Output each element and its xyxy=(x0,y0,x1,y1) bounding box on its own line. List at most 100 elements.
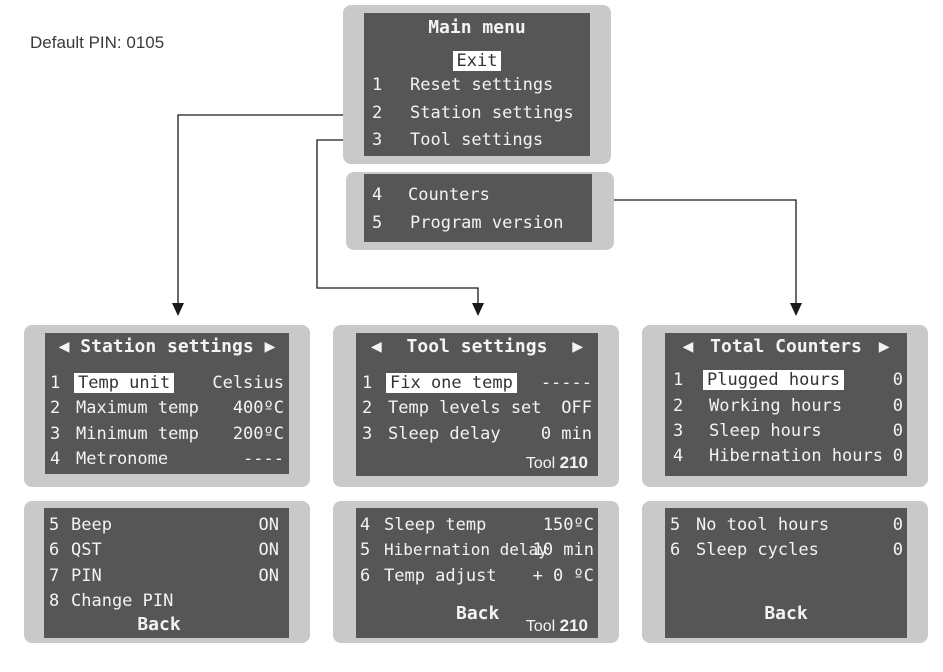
setting-row[interactable]: 4 Sleep temp 150ºC xyxy=(360,515,594,535)
tool-screen: ◀ Tool settings ▶ 1 Fix one temp ----- 2… xyxy=(356,333,598,476)
setting-label: Metronome xyxy=(76,449,169,469)
setting-label: Sleep temp xyxy=(384,515,487,535)
menu-item-label: Reset settings xyxy=(410,75,554,95)
menu-item-program-version[interactable]: 5 Program version xyxy=(372,213,564,233)
menu-item-number: 1 xyxy=(372,75,383,95)
setting-number: 5 xyxy=(360,540,371,560)
counter-value: 0 xyxy=(892,515,903,535)
setting-row[interactable]: 7 PIN ON xyxy=(49,566,279,586)
setting-row[interactable]: 1 Fix one temp ----- xyxy=(362,373,592,393)
next-arrow-icon[interactable]: ▶ xyxy=(878,336,890,357)
counters-more-screen: 5 No tool hours 0 6 Sleep cycles 0 Back xyxy=(665,508,907,638)
menu-item-label: Program version xyxy=(410,213,564,233)
setting-number: 2 xyxy=(50,398,61,418)
counter-number: 3 xyxy=(673,421,684,441)
setting-value: 10 min xyxy=(532,540,594,560)
setting-number: 2 xyxy=(362,398,373,418)
setting-row[interactable]: 2 Temp levels set OFF xyxy=(362,398,592,418)
main-menu-title: Main menu xyxy=(428,17,526,38)
setting-label: Change PIN xyxy=(71,591,174,611)
setting-label: Hibernation delay xyxy=(384,540,548,559)
prev-arrow-icon[interactable]: ◀ xyxy=(682,336,694,357)
back-button[interactable]: Back xyxy=(137,614,181,635)
setting-value: 400ºC xyxy=(232,398,284,418)
setting-label: PIN xyxy=(71,566,102,586)
setting-number: 4 xyxy=(50,449,61,469)
setting-value: 0 min xyxy=(540,424,592,444)
menu-item-number: 4 xyxy=(372,185,383,205)
counter-label: Working hours xyxy=(709,396,843,416)
arrow-station-settings xyxy=(177,114,360,305)
setting-number: 7 xyxy=(49,566,60,586)
menu-item-station-settings[interactable]: 2 Station settings xyxy=(372,103,574,123)
tool-word: Tool xyxy=(525,618,556,635)
menu-item-number: 3 xyxy=(372,130,383,150)
counter-label: Sleep cycles xyxy=(696,540,819,560)
counter-value: 0 xyxy=(892,396,903,416)
arrowhead-station xyxy=(172,303,184,316)
counters-screen: ◀ Total Counters ▶ 1 Plugged hours 0 2 W… xyxy=(665,333,907,476)
counter-row[interactable]: 4 Hibernation hours 0 xyxy=(673,446,903,466)
setting-number: 5 xyxy=(49,515,60,535)
menu-item-counters[interactable]: 4 Counters xyxy=(372,185,490,205)
prev-arrow-icon[interactable]: ◀ xyxy=(58,336,70,357)
setting-row[interactable]: 5 Hibernation delay 10 min xyxy=(360,540,594,560)
setting-label: Temp adjust xyxy=(384,566,497,586)
counters-title: Total Counters xyxy=(710,336,862,357)
counter-row[interactable]: 2 Working hours 0 xyxy=(673,396,903,416)
setting-row[interactable]: 6 Temp adjust + 0 ºC xyxy=(360,566,594,586)
counter-value: 0 xyxy=(892,540,903,560)
counter-value: 0 xyxy=(892,421,903,441)
tool-number: 210 xyxy=(559,616,588,635)
setting-label: QST xyxy=(71,540,102,560)
setting-row[interactable]: 8 Change PIN xyxy=(49,591,279,611)
station-screen: ◀ Station settings ▶ 1 Temp unit Celsius… xyxy=(45,333,289,474)
setting-row[interactable]: 3 Minimum temp 200ºC xyxy=(50,424,284,444)
counter-label: Hibernation hours xyxy=(709,446,883,466)
setting-label: Fix one temp xyxy=(386,373,517,393)
next-arrow-icon[interactable]: ▶ xyxy=(572,336,584,357)
setting-label: Temp levels set xyxy=(388,398,542,418)
menu-item-tool-settings[interactable]: 3 Tool settings xyxy=(372,130,543,150)
menu-item-label: Station settings xyxy=(410,103,574,123)
counter-value: 0 xyxy=(892,370,903,390)
counter-number: 6 xyxy=(670,540,681,560)
setting-row[interactable]: 5 Beep ON xyxy=(49,515,279,535)
setting-row[interactable]: 6 QST ON xyxy=(49,540,279,560)
counter-label: Sleep hours xyxy=(709,421,822,441)
tool-number: 210 xyxy=(559,453,588,472)
menu-item-number: 2 xyxy=(372,103,383,123)
menu-item-label: Counters xyxy=(408,185,490,205)
counter-label: No tool hours xyxy=(696,515,830,535)
menu-item-label: Tool settings xyxy=(410,130,544,150)
setting-value: OFF xyxy=(561,398,592,418)
counter-row[interactable]: 6 Sleep cycles 0 xyxy=(670,540,903,560)
back-button[interactable]: Back xyxy=(764,603,808,624)
setting-number: 8 xyxy=(49,591,60,611)
counter-number: 4 xyxy=(673,446,684,466)
setting-value: ON xyxy=(258,540,279,560)
setting-row[interactable]: 2 Maximum temp 400ºC xyxy=(50,398,284,418)
prev-arrow-icon[interactable]: ◀ xyxy=(370,336,382,357)
next-arrow-icon[interactable]: ▶ xyxy=(264,336,276,357)
setting-number: 1 xyxy=(362,373,373,393)
setting-value: ----- xyxy=(540,373,592,393)
menu-item-exit[interactable]: Exit xyxy=(452,51,502,71)
setting-row[interactable]: 4 Metronome ---- xyxy=(50,449,284,469)
counter-row[interactable]: 3 Sleep hours 0 xyxy=(673,421,903,441)
counter-row[interactable]: 5 No tool hours 0 xyxy=(670,515,903,535)
back-button[interactable]: Back xyxy=(456,603,500,624)
setting-row[interactable]: 1 Temp unit Celsius xyxy=(50,373,284,393)
main-menu-screen: Main menu Exit 1 Reset settings 2 Statio… xyxy=(364,13,590,156)
setting-value: 150ºC xyxy=(542,515,594,535)
setting-number: 3 xyxy=(362,424,373,444)
setting-value: ON xyxy=(258,566,279,586)
setting-number: 4 xyxy=(360,515,371,535)
setting-row[interactable]: 3 Sleep delay 0 min xyxy=(362,424,592,444)
counter-row[interactable]: 1 Plugged hours 0 xyxy=(673,370,903,390)
menu-item-reset-settings[interactable]: 1 Reset settings xyxy=(372,75,553,95)
tool-title: Tool settings xyxy=(406,336,548,357)
setting-value: Celsius xyxy=(212,373,284,393)
setting-value: + 0 ºC xyxy=(532,566,594,586)
counter-label: Plugged hours xyxy=(703,370,845,390)
